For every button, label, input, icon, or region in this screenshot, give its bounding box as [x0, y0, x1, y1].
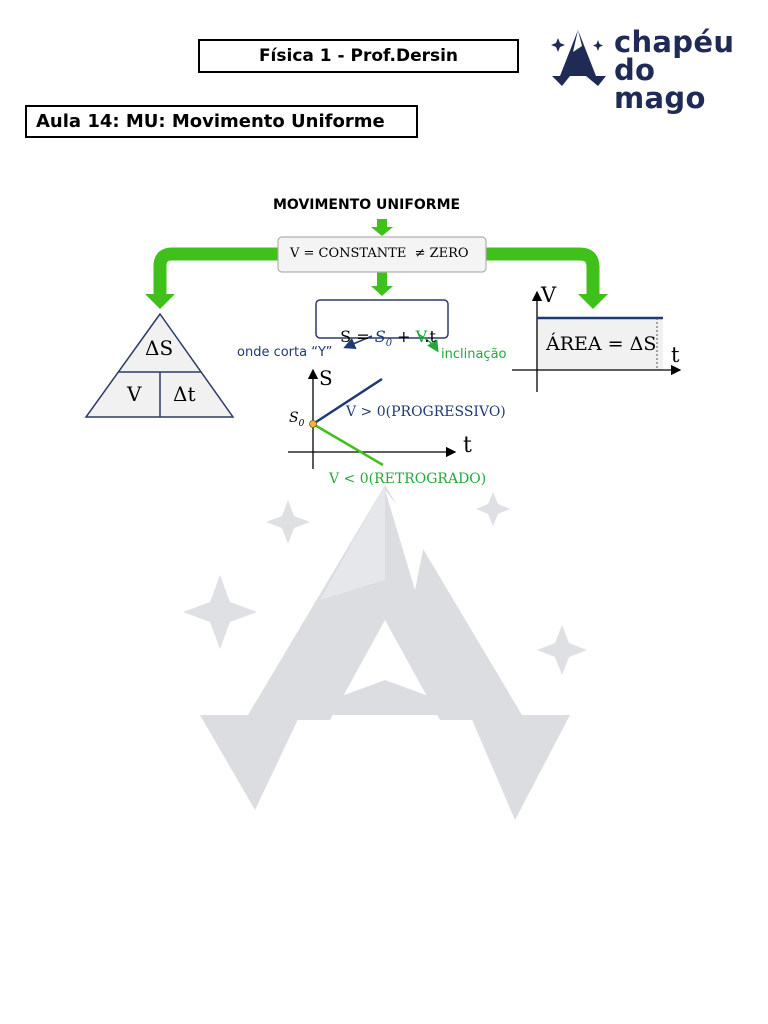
velocity-time-graph: [512, 290, 682, 392]
vt-x-axis-label: t: [671, 343, 680, 367]
triangle-right-label: Δt: [173, 382, 196, 406]
equation-rest: .t: [424, 327, 436, 346]
equation-plus: +: [392, 327, 416, 346]
annotation-slope: inclinação: [441, 347, 507, 362]
annotation-arrow-slope: [417, 333, 439, 353]
position-time-graph: [288, 368, 457, 469]
formula-triangle: [84, 312, 235, 418]
diagram-heading: MOVIMENTO UNIFORME: [273, 197, 461, 213]
progressive-label: V > 0(PROGRESSIVO): [346, 404, 506, 420]
vt-area-label: ÁREA = ΔS: [546, 333, 657, 355]
annotation-intercept: onde corta “Y”: [237, 345, 333, 360]
equation-prefix: S =: [340, 327, 375, 346]
logo: chapéu do mago: [548, 25, 748, 113]
wizard-hat-icon: [551, 30, 606, 86]
equation-label: S = S0 + V.t: [330, 308, 436, 349]
condition-box: [277, 236, 487, 273]
annotation-arrow-y: [343, 335, 373, 350]
lesson-title: Aula 14: MU: Movimento Uniforme: [25, 105, 418, 138]
triangle-left-label: V: [127, 382, 142, 406]
watermark-wizard-hat: [183, 485, 587, 820]
logo-word-2: do mago: [614, 53, 706, 115]
equation-v: V: [415, 327, 425, 346]
retrograde-label: V < 0(RETROGRADO): [329, 471, 487, 487]
logo-word-1: chapéu: [614, 25, 735, 59]
green-arrow-down-middle: [371, 272, 393, 296]
course-title: Física 1 - Prof.Dersin: [198, 39, 519, 73]
st-x-axis-label: t: [463, 433, 472, 458]
condition-label: V = CONSTANTE ≠ ZERO: [290, 246, 469, 261]
green-arrow-down-top: [371, 219, 393, 236]
green-arrow-left: [145, 247, 278, 309]
triangle-top-label: ΔS: [145, 336, 174, 360]
vt-y-axis-label: V: [541, 283, 557, 307]
st-y-axis-label: S: [319, 366, 333, 390]
st-s0-label: S0: [289, 410, 305, 429]
equation-box: [315, 299, 449, 339]
green-arrow-right: [486, 247, 608, 309]
equation-s0: S0: [374, 327, 393, 350]
uniform-motion-diagram: [84, 219, 682, 469]
